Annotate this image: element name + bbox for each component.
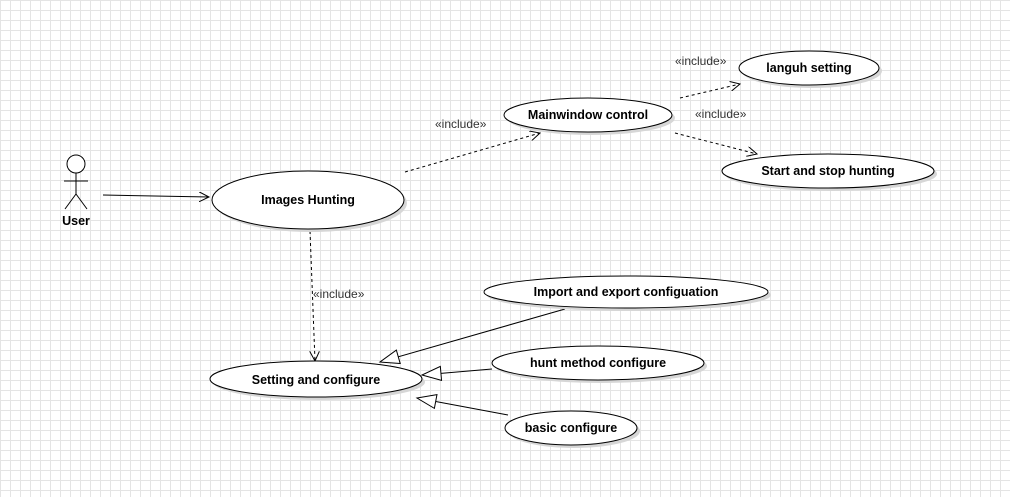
include-label-setting: «include» — [313, 287, 365, 301]
usecase-language-setting[interactable]: languh setting — [738, 50, 882, 88]
include-mainwindow-to-startstop — [674, 132, 757, 154]
include-images-to-mainwindow — [404, 133, 540, 173]
generalization-import-export — [378, 308, 566, 365]
include-label-language: «include» — [675, 54, 727, 68]
usecase-hunt-method-configure[interactable]: hunt method configure — [491, 345, 707, 383]
usecase-label: Images Hunting — [261, 193, 355, 207]
usecase-label: languh setting — [766, 61, 851, 75]
include-label-mainwindow: «include» — [435, 117, 487, 131]
actor-label: User — [62, 214, 90, 228]
usecase-basic-configure[interactable]: basic configure — [504, 410, 640, 448]
include-mainwindow-to-language — [679, 84, 740, 99]
include-label-startstop: «include» — [695, 107, 747, 121]
association-user-images-hunting — [102, 195, 209, 197]
usecase-label: Import and export configuation — [534, 285, 719, 299]
usecase-mainwindow-control[interactable]: Mainwindow control — [503, 97, 675, 135]
usecase-start-stop-hunting[interactable]: Start and stop hunting — [721, 153, 937, 191]
usecase-import-export-config[interactable]: Import and export configuation — [483, 275, 771, 311]
usecase-label: Start and stop hunting — [761, 164, 894, 178]
usecase-label: hunt method configure — [530, 356, 666, 370]
usecase-setting-and-configure[interactable]: Setting and configure — [209, 360, 425, 400]
usecase-label: basic configure — [525, 421, 617, 435]
usecase-label: Setting and configure — [252, 373, 381, 387]
generalization-hunt-method — [420, 365, 493, 382]
actor-head — [66, 154, 86, 174]
usecase-label: Mainwindow control — [528, 108, 648, 122]
actor-user[interactable]: User — [62, 154, 90, 228]
include-images-to-setting — [309, 230, 315, 361]
generalization-basic — [415, 393, 509, 416]
usecase-images-hunting[interactable]: Images Hunting — [211, 170, 407, 232]
